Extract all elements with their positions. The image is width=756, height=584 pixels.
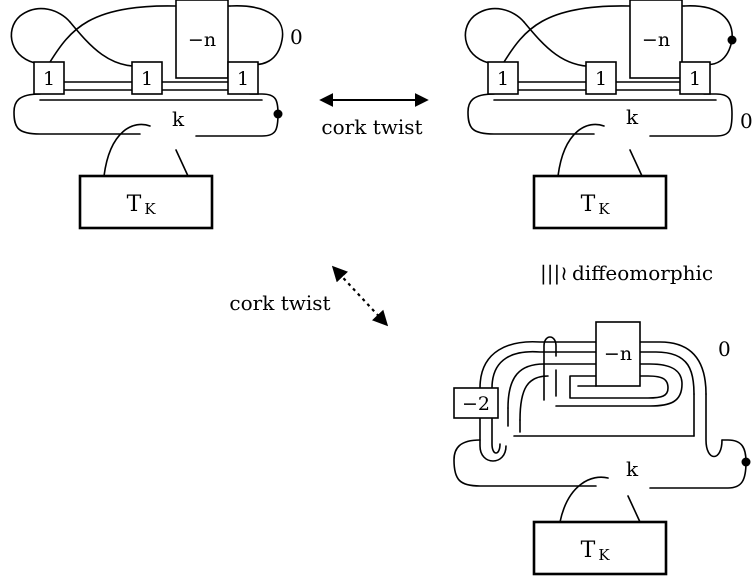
tr-box-3	[679, 61, 711, 95]
horizontal-arrow-label: cork twist	[321, 115, 422, 139]
br-band-bottom-right	[649, 439, 747, 489]
tr-band-top	[467, 93, 595, 135]
br-band-outer	[479, 340, 597, 389]
diagram-top-left: −n 1 1 1 0 k T K	[10, 0, 303, 230]
tr-tk-box	[532, 174, 668, 230]
br-tk-label: T	[581, 538, 596, 563]
tr-box-3-label: 1	[689, 68, 701, 90]
br-dot	[741, 457, 751, 467]
tr-box-2	[585, 61, 617, 95]
tl-k-label: k	[172, 107, 185, 131]
tl-box-2	[131, 61, 163, 95]
tr-tk-sub: K	[598, 200, 610, 218]
tl-framing-label: 0	[290, 25, 303, 49]
tr-framing-label: 0	[740, 109, 753, 133]
tl-box-3-label: 1	[237, 68, 249, 90]
br-inner-loop-2	[569, 375, 669, 399]
br-neg-box-label: −2	[462, 393, 490, 415]
diagram-top-right: −n 1 1 1 0 k T K	[464, 0, 753, 230]
br-k-strand-2	[627, 495, 641, 523]
tr-box-1	[487, 61, 519, 95]
br-tk-sub: K	[598, 546, 610, 564]
diffeomorphic-label: diffeomorphic	[572, 261, 713, 285]
br-k-label: k	[626, 457, 639, 481]
tr-k-strand-2	[629, 149, 643, 177]
tl-tk-sub: K	[144, 200, 156, 218]
tr-dot	[727, 35, 737, 45]
tl-box-1-label: 1	[43, 68, 55, 90]
br-twist-box-label: −n	[604, 343, 632, 365]
diagonal-dotted-arrow	[331, 265, 389, 327]
tl-band-top	[13, 93, 141, 135]
tl-k-strand	[103, 123, 151, 177]
tl-dot	[273, 109, 283, 119]
equivalence-symbol: |||≀	[540, 261, 568, 286]
tl-box-1	[33, 61, 65, 95]
br-left-desc-2	[491, 417, 501, 454]
tr-k-label: k	[626, 105, 639, 129]
br-band-2	[491, 350, 597, 389]
br-top-hook	[543, 336, 557, 401]
diagonal-arrow-label: cork twist	[229, 291, 330, 315]
br-right-vertical	[705, 393, 723, 458]
diffeomorphic-group: |||≀ diffeomorphic	[540, 261, 713, 286]
tr-tk-label: T	[581, 192, 596, 217]
br-left-desc-1	[479, 417, 507, 462]
br-inner-loop-1	[555, 363, 683, 407]
tl-box-3	[227, 61, 259, 95]
br-band-4	[519, 375, 549, 421]
diagonal-arrow-group: cork twist	[229, 265, 389, 327]
br-band-bottom-left	[453, 439, 597, 487]
br-tk-box	[532, 520, 668, 576]
tr-band-right	[649, 93, 733, 137]
br-right-arc-2	[639, 351, 695, 395]
tl-arc-strand	[69, 21, 147, 68]
tl-box-2-label: 1	[141, 68, 153, 90]
tr-box-1-label: 1	[497, 68, 509, 90]
tl-right-loop	[229, 5, 284, 66]
tl-twist-box	[175, 0, 229, 79]
tl-tk-box	[78, 174, 214, 230]
br-framing-label: 0	[718, 337, 731, 361]
br-k-strand	[559, 476, 609, 523]
tr-box-2-label: 1	[595, 68, 607, 90]
tr-twist-box	[629, 0, 683, 79]
tr-arc-strand	[523, 21, 601, 68]
br-neg-box	[453, 387, 499, 419]
tr-left-loop	[464, 7, 525, 65]
br-band-3	[507, 363, 597, 409]
diagram-bottom-right: −n −2 0 k T K	[453, 321, 751, 576]
br-right-arc-1	[639, 341, 707, 395]
tr-right-loop	[683, 5, 733, 66]
tr-twist-box-label: −n	[642, 29, 670, 51]
tl-tk-label: T	[127, 192, 142, 217]
tr-crossing-strand	[503, 5, 631, 63]
br-twist-box	[595, 321, 641, 387]
tl-left-loop	[10, 7, 71, 65]
tl-k-strand-2	[175, 149, 189, 177]
tl-twist-box-label: −n	[188, 29, 216, 51]
horizontal-arrow-group: cork twist	[319, 93, 429, 139]
tr-k-strand	[557, 123, 605, 177]
tl-crossing-strand	[49, 5, 177, 63]
